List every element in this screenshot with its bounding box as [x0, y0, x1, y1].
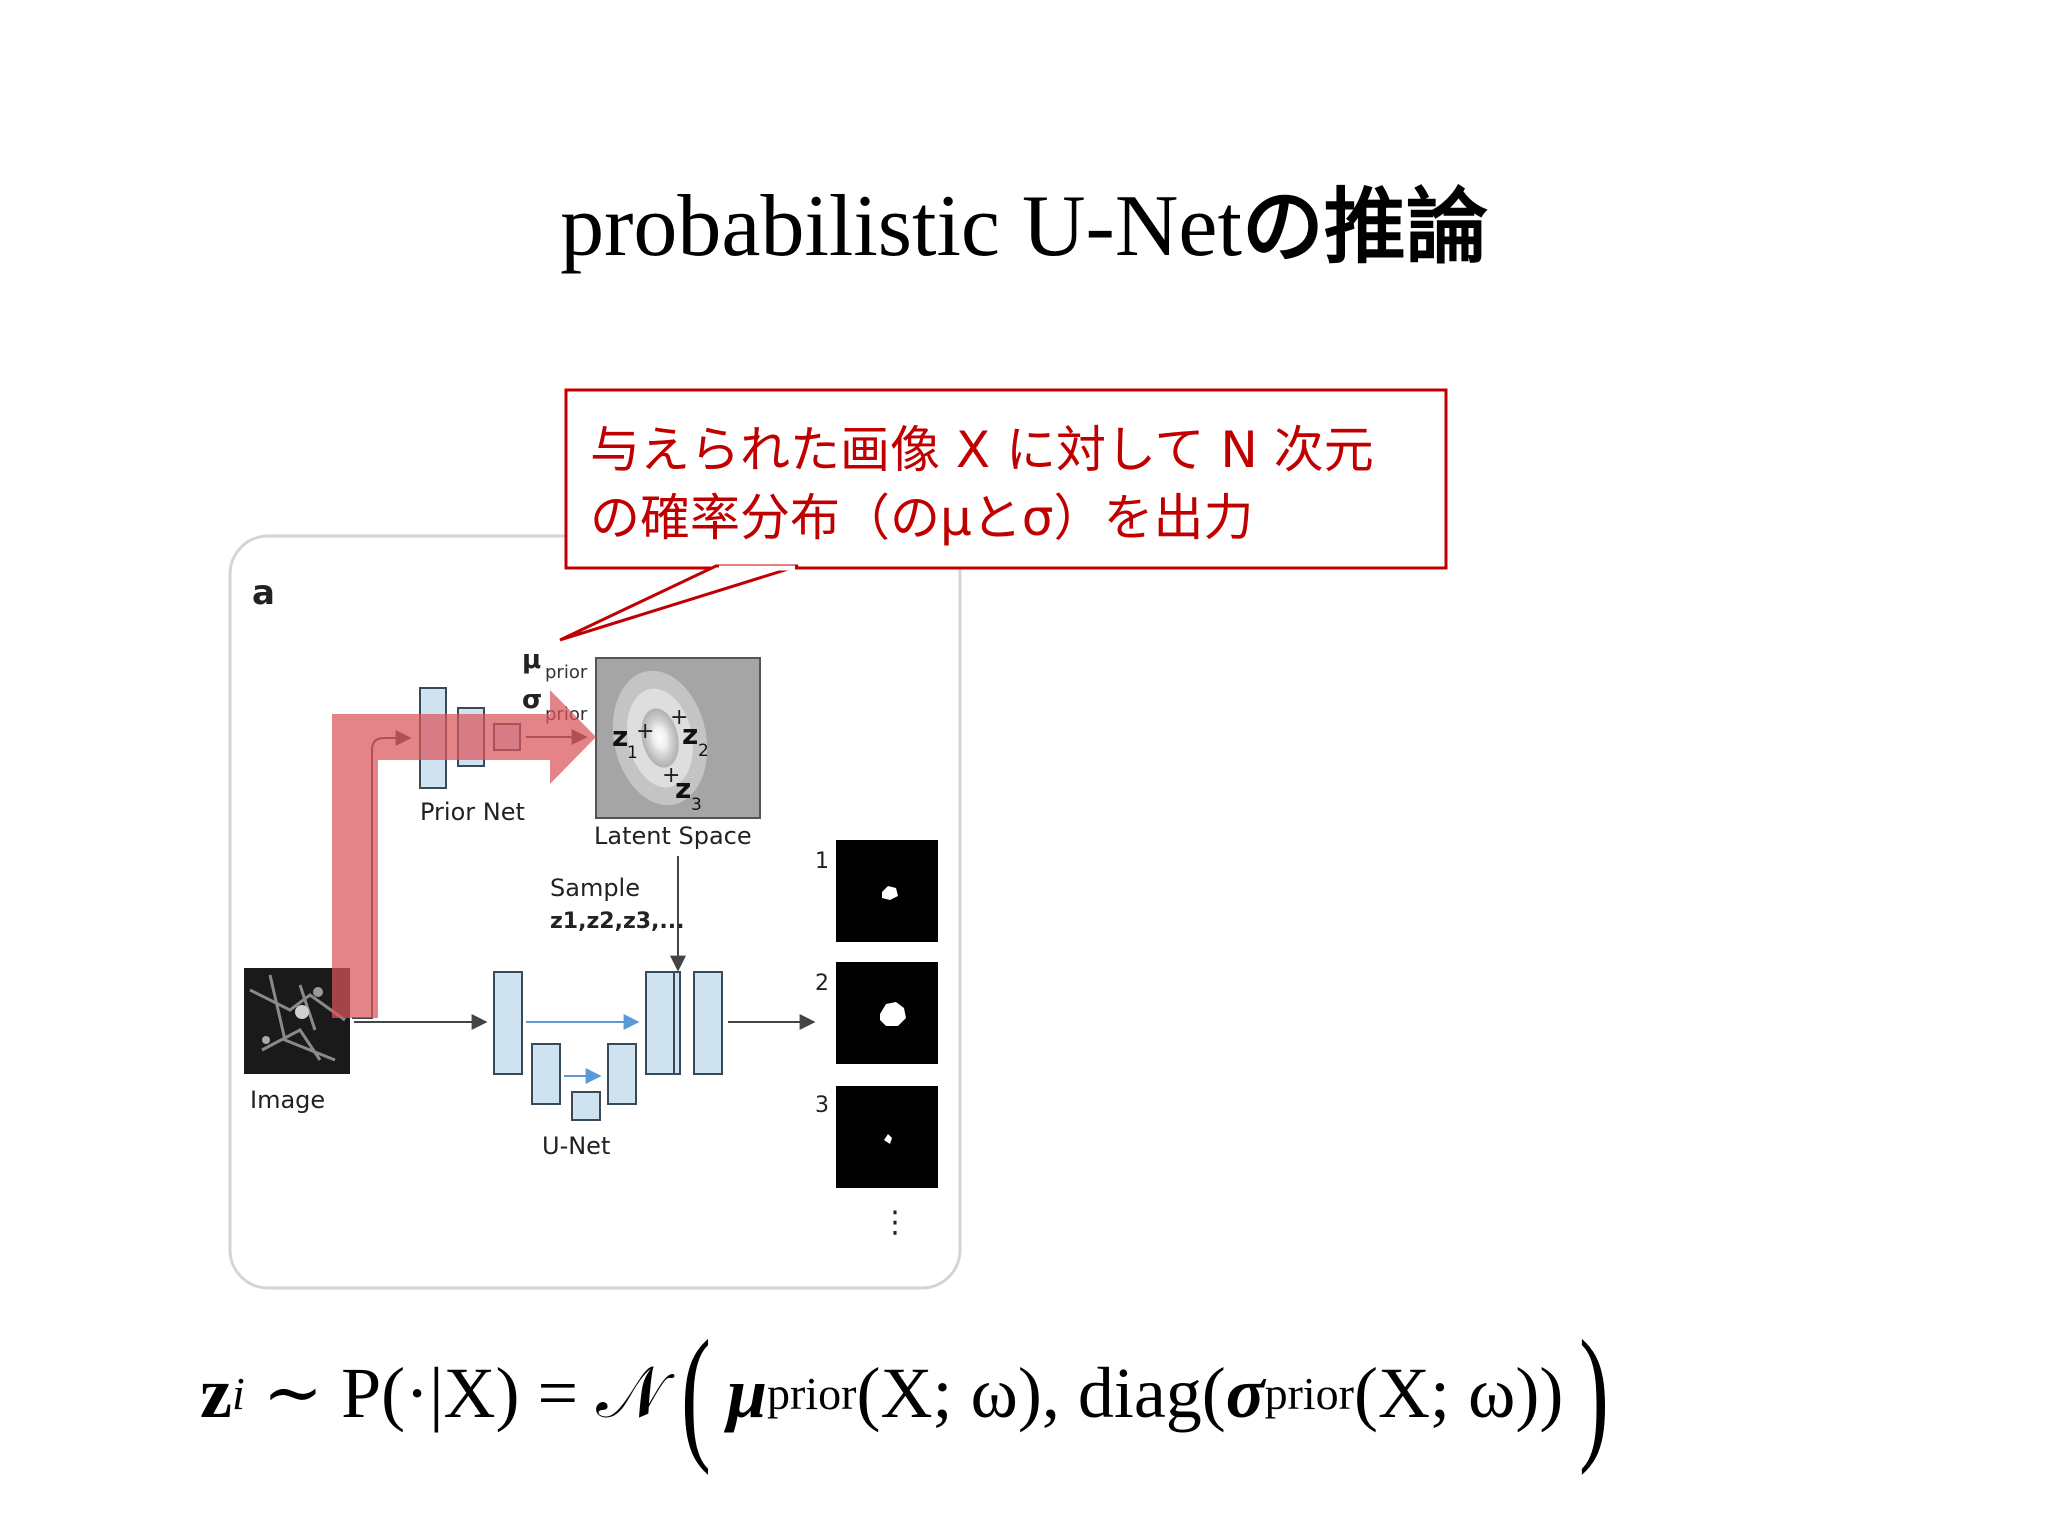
output-label-3: 3 [815, 1093, 829, 1118]
formula-sigma-args: (X; ω)) [1353, 1352, 1564, 1433]
formula-sim: ∼ P(·|X) = 𝒩 [244, 1353, 666, 1433]
unet-label: U-Net [542, 1132, 610, 1160]
callout-box [564, 388, 1448, 570]
sigma-label: σ [522, 685, 542, 715]
formula-lhs-sub: i [231, 1367, 245, 1419]
highlight-path-arrow [332, 690, 596, 1018]
title-latin: probabilistic U-Net [560, 178, 1242, 275]
callout-line-1: 与えられた画像 X に対して N 次元 [590, 421, 1374, 479]
panel-letter: a [252, 573, 275, 613]
title-jp: の推論 [1241, 180, 1488, 275]
z1-label: z [612, 720, 628, 753]
unet-concat [673, 971, 681, 1075]
prior-net-label: Prior Net [420, 798, 525, 826]
formula-mu-sub: prior [767, 1367, 857, 1419]
unet-dec-2 [607, 1043, 637, 1105]
callout-line-2: の確率分布（のμとσ）を出力 [590, 489, 1254, 547]
formula-sigma: σ [1225, 1352, 1265, 1433]
output-ellipsis: ⋮ [880, 1205, 910, 1240]
z3-label: z [675, 772, 691, 805]
z1-sub: 1 [627, 743, 638, 763]
output-label-2: 2 [815, 971, 829, 996]
latent-space-label: Latent Space [594, 822, 752, 850]
image-label: Image [250, 1086, 325, 1114]
formula-mu-args: (X; ω), [856, 1352, 1060, 1433]
formula-lhs: z [200, 1352, 232, 1433]
svg-text:+: + [670, 705, 688, 730]
mu-prior-sub: prior [545, 662, 588, 683]
svg-text:+: + [662, 763, 680, 788]
z2-label: z [682, 718, 698, 751]
callout-text: 与えられた画像 X に対して N 次元 の確率分布（のμとσ）を出力 [590, 416, 1430, 552]
z2-sub: 2 [698, 741, 709, 761]
formula-mu: μ [727, 1352, 768, 1433]
unet-enc-1 [493, 971, 523, 1075]
output-label-1: 1 [815, 849, 829, 874]
unet-enc-2 [531, 1043, 561, 1105]
slide-title: probabilistic U-Netの推論 [0, 160, 2048, 279]
unet-dec-1 [645, 971, 675, 1075]
sample-label: Sample [550, 874, 640, 902]
mu-label: μ [522, 645, 541, 675]
unet-final [693, 971, 723, 1075]
sample-sequence: z1,z2,z3,... [550, 909, 684, 934]
svg-text:+: + [636, 719, 654, 744]
unet-bottleneck [571, 1091, 601, 1121]
formula-sigma-sub: prior [1264, 1367, 1354, 1419]
z3-sub: 3 [691, 795, 702, 815]
formula-diag: diag( [1059, 1352, 1226, 1433]
